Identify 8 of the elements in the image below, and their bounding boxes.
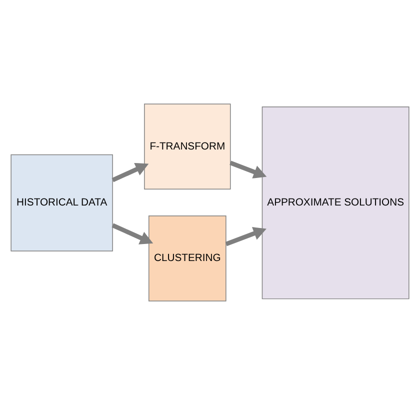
- node-box: APPROXIMATE SOLUTIONS: [262, 106, 410, 300]
- node-box: HISTORICAL DATA: [10, 154, 113, 252]
- arrow: [225, 227, 266, 246]
- arrow: [112, 223, 154, 244]
- arrow: [112, 162, 149, 182]
- arrow: [230, 160, 267, 178]
- node-box: CLUSTERING: [148, 215, 226, 302]
- node-box: F-TRANSFORM: [144, 104, 231, 190]
